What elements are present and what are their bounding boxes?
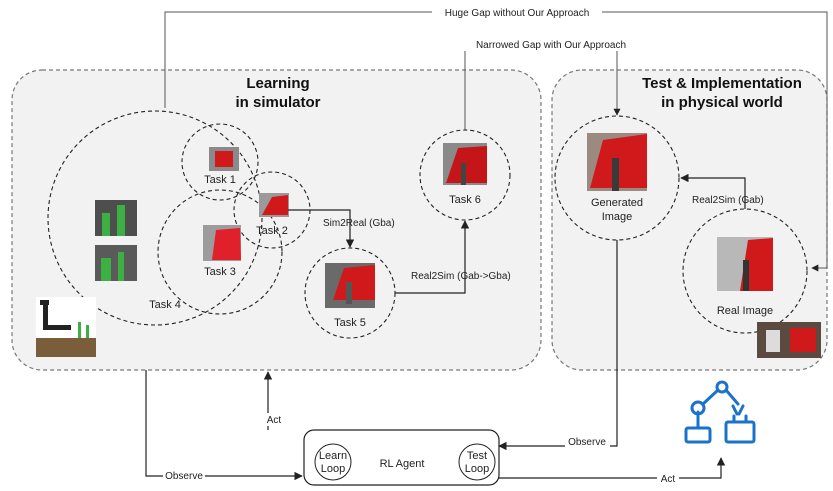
huge-gap-label: Huge Gap without Our Approach [445, 8, 590, 19]
phys-panel-title-line1: Test & Implementation [642, 75, 802, 92]
observe-left-label: Observe [165, 471, 203, 482]
simulator-panel [11, 69, 542, 371]
task4-circle [47, 110, 263, 326]
generated-image-label-line2: Image [602, 211, 633, 223]
real2sim-gab-gba-label: Real2Sim (Gab->Gba) [411, 271, 511, 282]
generated-image-circle [554, 115, 680, 241]
real2sim-gab-label: Real2Sim (Gab) [692, 195, 764, 206]
act-right-label: Act [661, 474, 676, 485]
task3-circle [157, 189, 283, 315]
act-right-arrow [499, 457, 726, 479]
task1-thumbnail [209, 147, 239, 171]
observe-right-arrow [498, 240, 618, 451]
physical-robot-photo [757, 322, 821, 358]
task1-label: Task 1 [204, 174, 236, 186]
sim-green-thumbnail-1 [95, 200, 137, 236]
narrowed-gap-label: Narrowed Gap with Our Approach [476, 40, 626, 51]
task3-thumbnail [203, 225, 241, 261]
rl-agent-box [303, 429, 500, 486]
sim2real-label: Sim2Real (Gba) [323, 218, 395, 229]
act-right-label-bg [657, 472, 679, 485]
task3-label: Task 3 [204, 266, 236, 278]
sim-robot-arm-thumbnail [36, 297, 96, 357]
huge-gap-connector [164, 11, 828, 272]
generated-image-thumbnail [587, 133, 647, 191]
observe-left-label-bg [163, 469, 205, 482]
narrowed-gap-label-bg [464, 37, 638, 51]
sim-green-thumbnail-2 [95, 245, 137, 281]
task6-circle [419, 129, 511, 221]
real2sim-gab-arrow [680, 173, 746, 209]
act-left-label-bg [263, 413, 285, 426]
task6-thumbnail [443, 143, 487, 185]
real-image-label: Real Image [717, 305, 773, 317]
act-left-label: Act [267, 415, 282, 426]
task6-label: Task 6 [449, 194, 481, 206]
real-image-circle [682, 208, 808, 334]
observe-left-arrow [145, 370, 303, 481]
real2sim-gab-gba-arrow [395, 220, 470, 294]
learn-loop-label-line1: Learn [319, 450, 347, 462]
task2-thumbnail [259, 193, 289, 217]
task5-thumbnail [325, 263, 375, 308]
real-image-thumbnail [717, 237, 773, 291]
robot-arm-icon [684, 380, 756, 444]
rl-agent-title: RL Agent [380, 458, 425, 470]
observe-right-label-bg [565, 435, 610, 448]
test-loop-circle [458, 443, 496, 481]
learn-loop-label-line2: Loop [321, 463, 345, 475]
task1-circle [181, 123, 259, 201]
sim2real-arrow [288, 209, 355, 248]
huge-gap-label-bg [432, 5, 602, 19]
test-loop-label-line2: Loop [465, 463, 489, 475]
observe-right-label: Observe [568, 437, 606, 448]
test-loop-label-line1: Test [467, 450, 487, 462]
sim-panel-title-line2: in simulator [235, 94, 320, 111]
task5-label: Task 5 [334, 317, 366, 329]
task2-label: Task 2 [256, 225, 288, 237]
phys-panel-title-line2: in physical world [661, 94, 783, 111]
learn-loop-circle [314, 443, 352, 481]
task4-label: Task 4 [149, 299, 181, 311]
sim-panel-title-line1: Learning [246, 75, 309, 92]
generated-image-label-line1: Generated [591, 197, 643, 209]
